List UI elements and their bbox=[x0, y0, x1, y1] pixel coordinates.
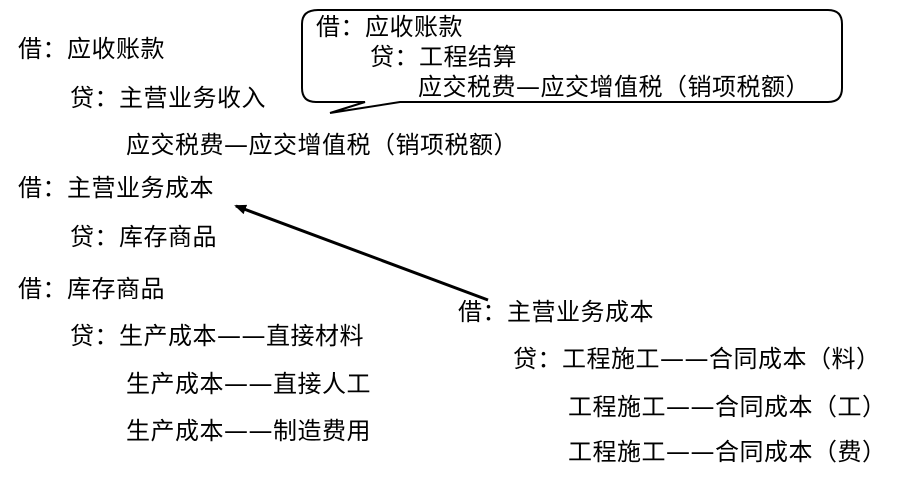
entry1-debit: 借：应收账款 bbox=[18, 35, 165, 63]
arrow-right-entry-to-cost-of-sales bbox=[234, 204, 489, 302]
right-entry-debit: 借：主营业务成本 bbox=[458, 298, 654, 326]
callout-credit-settlement: 贷：工程结算 bbox=[370, 43, 517, 71]
callout-credit-vat: 应交税费—应交增值税（销项税额） bbox=[418, 73, 810, 101]
entry3-credit-overhead: 生产成本——制造费用 bbox=[126, 417, 371, 445]
entry3-debit: 借：库存商品 bbox=[18, 275, 165, 303]
right-entry-credit-labor: 工程施工——合同成本（工） bbox=[568, 393, 887, 421]
entry3-credit-labor: 生产成本——直接人工 bbox=[126, 370, 371, 398]
entry2-credit-inventory: 贷：库存商品 bbox=[70, 223, 217, 251]
right-entry-credit-expense: 工程施工——合同成本（费） bbox=[568, 438, 887, 466]
right-entry-credit-materials: 贷：工程施工——合同成本（料） bbox=[513, 345, 881, 373]
entry1-credit-revenue: 贷：主营业务收入 bbox=[70, 84, 266, 112]
callout-bubble bbox=[301, 9, 843, 114]
entry3-credit-materials: 贷：生产成本——直接材料 bbox=[70, 322, 364, 350]
entry1-credit-vat: 应交税费—应交增值税（销项税额） bbox=[126, 131, 518, 159]
entry2-debit: 借：主营业务成本 bbox=[18, 174, 214, 202]
callout-debit: 借：应收账款 bbox=[316, 13, 463, 41]
